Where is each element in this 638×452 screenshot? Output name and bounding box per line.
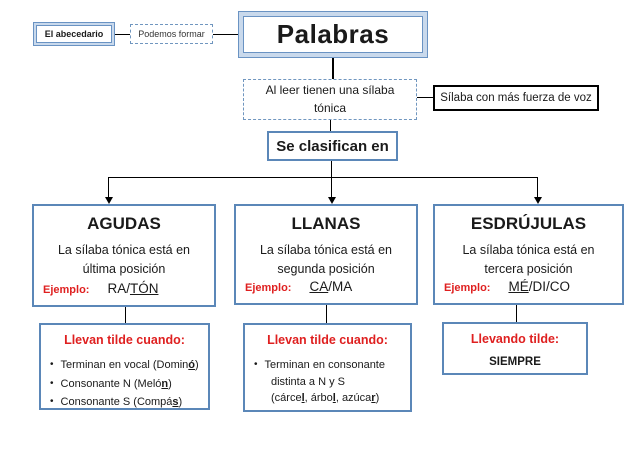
connector-alleer-clasifican — [330, 120, 331, 131]
node-palabras: Palabras — [238, 11, 428, 58]
tilde-llanas-bullet-1: • Terminan en consonante — [254, 356, 410, 375]
tilde-llanas-bullet-continuation: distinta a N y S (cárcel, árbol, azúcar) — [271, 375, 380, 404]
al-leer-line2: tónica — [313, 100, 346, 115]
palabras-title: Palabras — [276, 19, 390, 49]
tilde-agudas-bullet-3: • Consonante S (Compás) — [50, 393, 208, 412]
el-abecedario-label: El abecedario — [44, 29, 104, 39]
arrow-stem-agudas — [108, 177, 109, 197]
arrow-stem-esdrujulas — [537, 177, 538, 197]
arrow-down-icon — [327, 197, 336, 204]
agudas-desc-line1: La sílaba tónica está en — [57, 243, 191, 257]
llanas-title: LLANAS — [291, 214, 361, 233]
esdrujulas-ejemplo-label: Ejemplo: — [444, 282, 491, 294]
agudas-title: AGUDAS — [87, 214, 161, 233]
connector-esdrujulas-tilde — [516, 305, 517, 322]
node-podemos-formar: Podemos formar — [130, 24, 213, 44]
llanas-ejemplo-label: Ejemplo: — [245, 282, 292, 294]
node-al-leer: Al leer tienen una sílaba tónica — [243, 79, 417, 120]
agudas-desc-line2: última posición — [82, 262, 166, 277]
connector-alleer-fuerza — [417, 97, 433, 98]
esdrujulas-desc-line1: La sílaba tónica está en — [462, 243, 595, 257]
esdrujulas-title: ESDRÚJULAS — [470, 214, 587, 233]
connector-abecedario-podemos — [115, 34, 130, 35]
esdrujulas-example: MÉ/DI/CO — [508, 279, 570, 294]
arrow-down-icon — [533, 197, 542, 204]
tilde-agudas-bullet-1: • Terminan en vocal (Dominó) — [50, 356, 208, 375]
node-se-clasifican: Se clasifican en — [267, 131, 398, 161]
node-tilde-esdrujulas: Llevando tilde: SIEMPRE — [442, 322, 588, 375]
llanas-example: CA/MA — [309, 279, 353, 294]
tilde-agudas-bullet-2: • Consonante N (Melón) — [50, 375, 208, 394]
agudas-example: RA/TÓN — [107, 281, 159, 296]
node-silaba-fuerza: Sílaba con más fuerza de voz — [433, 85, 599, 111]
connector-podemos-palabras — [213, 34, 238, 35]
tilde-llanas-title: Llevan tilde cuando: — [267, 333, 388, 347]
node-tilde-llanas: Llevan tilde cuando: • Terminan en conso… — [243, 323, 412, 412]
node-esdrujulas: ESDRÚJULAS La sílaba tónica está en terc… — [433, 204, 624, 305]
esdrujulas-desc-line2: tercera posición — [484, 262, 573, 277]
node-el-abecedario: El abecedario — [33, 22, 115, 46]
al-leer-line1: Al leer tienen una sílaba — [265, 83, 395, 98]
tilde-esdrujulas-title: Llevando tilde: — [470, 332, 560, 346]
branch-horizontal-line — [108, 177, 538, 178]
connector-llanas-tilde — [326, 305, 327, 323]
llanas-desc-line2: segunda posición — [277, 262, 375, 277]
connector-clasifican-branch — [331, 161, 332, 177]
bullet-icon: • — [254, 359, 258, 370]
llanas-desc-line1: La sílaba tónica está en — [259, 243, 393, 257]
connector-agudas-tilde — [125, 307, 126, 323]
arrow-stem-llanas — [331, 177, 332, 197]
bullet-icon: • — [50, 396, 54, 408]
tilde-agudas-title: Llevan tilde cuando: — [64, 333, 185, 347]
arrow-down-icon — [104, 197, 113, 204]
bullet-icon: • — [50, 377, 54, 389]
connector-palabras-alleer — [332, 58, 334, 79]
podemos-formar-label: Podemos formar — [138, 29, 205, 39]
node-tilde-agudas: Llevan tilde cuando: • Terminan en vocal… — [39, 323, 210, 410]
silaba-fuerza-label: Sílaba con más fuerza de voz — [440, 92, 592, 104]
agudas-ejemplo-label: Ejemplo: — [43, 284, 90, 296]
tilde-esdrujulas-body: SIEMPRE — [489, 356, 541, 368]
bullet-icon: • — [50, 359, 54, 370]
node-agudas: AGUDAS La sílaba tónica está en última p… — [32, 204, 216, 307]
se-clasifican-label: Se clasifican en — [276, 137, 389, 155]
node-llanas: LLANAS La sílaba tónica está en segunda … — [234, 204, 418, 305]
